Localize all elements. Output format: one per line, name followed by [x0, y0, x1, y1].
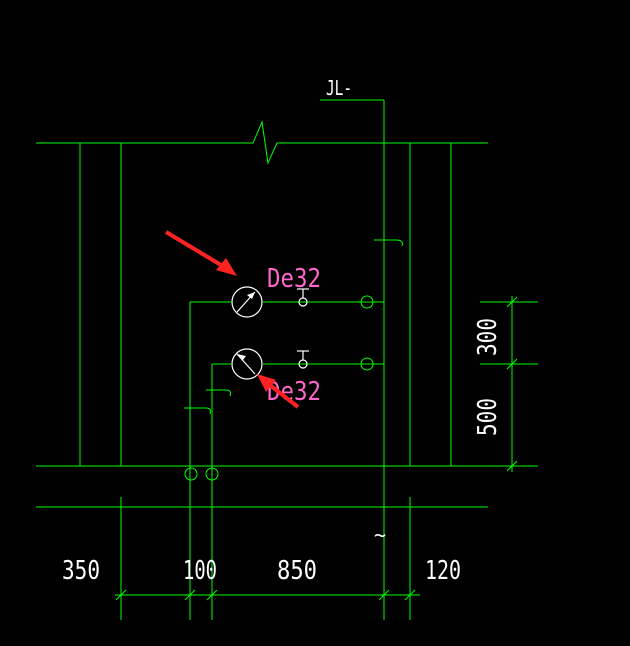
- pipe-circle-icon: [205, 467, 219, 481]
- dim-text: 300: [473, 318, 503, 356]
- dim-tick: [206, 589, 218, 601]
- vertical-wall-lines: [79, 143, 452, 466]
- riser-hook-symbol: [374, 239, 403, 247]
- dim-tick: [506, 460, 518, 472]
- dim-text: 100: [183, 556, 217, 586]
- right-dimensions: 300 500: [473, 296, 538, 472]
- dropper-hook-symbol: [206, 389, 231, 397]
- red-arrow-icon: [164, 230, 237, 276]
- branch-droppers: [184, 302, 231, 620]
- gate-valve-icon: [297, 288, 309, 307]
- upper-branch: De32: [190, 264, 384, 318]
- bottom-dimensions: 350 100 850 120: [62, 497, 461, 620]
- dropper-hook-symbol: [184, 407, 211, 415]
- pipe-circle-icon: [360, 295, 374, 309]
- gate-valve-icon: [297, 350, 309, 369]
- dim-tick: [115, 589, 127, 601]
- dim-text: 500: [473, 398, 503, 436]
- pipe-circle-icon: [184, 467, 198, 481]
- dim-tick: [378, 589, 390, 601]
- top-wall-line: [36, 120, 488, 165]
- dim-text: 350: [62, 556, 100, 586]
- riser-jl: JL- ~: [320, 76, 403, 620]
- red-arrow-icon: [257, 374, 300, 409]
- pipe-label-upper: De32: [267, 264, 321, 294]
- riser-break-symbol: ~: [374, 523, 386, 547]
- dim-tick: [184, 589, 196, 601]
- lower-branch: De32: [212, 348, 384, 407]
- riser-label: JL-: [326, 76, 352, 100]
- dim-tick: [404, 589, 416, 601]
- wall-lines: [36, 120, 538, 508]
- dim-text: 850: [277, 556, 317, 586]
- pipe-circle-icon: [360, 357, 374, 371]
- dim-text: 120: [425, 556, 461, 586]
- water-meter-icon: [231, 348, 263, 380]
- dim-tick: [506, 296, 518, 308]
- dim-tick: [506, 358, 518, 370]
- water-meter-icon: [231, 286, 263, 318]
